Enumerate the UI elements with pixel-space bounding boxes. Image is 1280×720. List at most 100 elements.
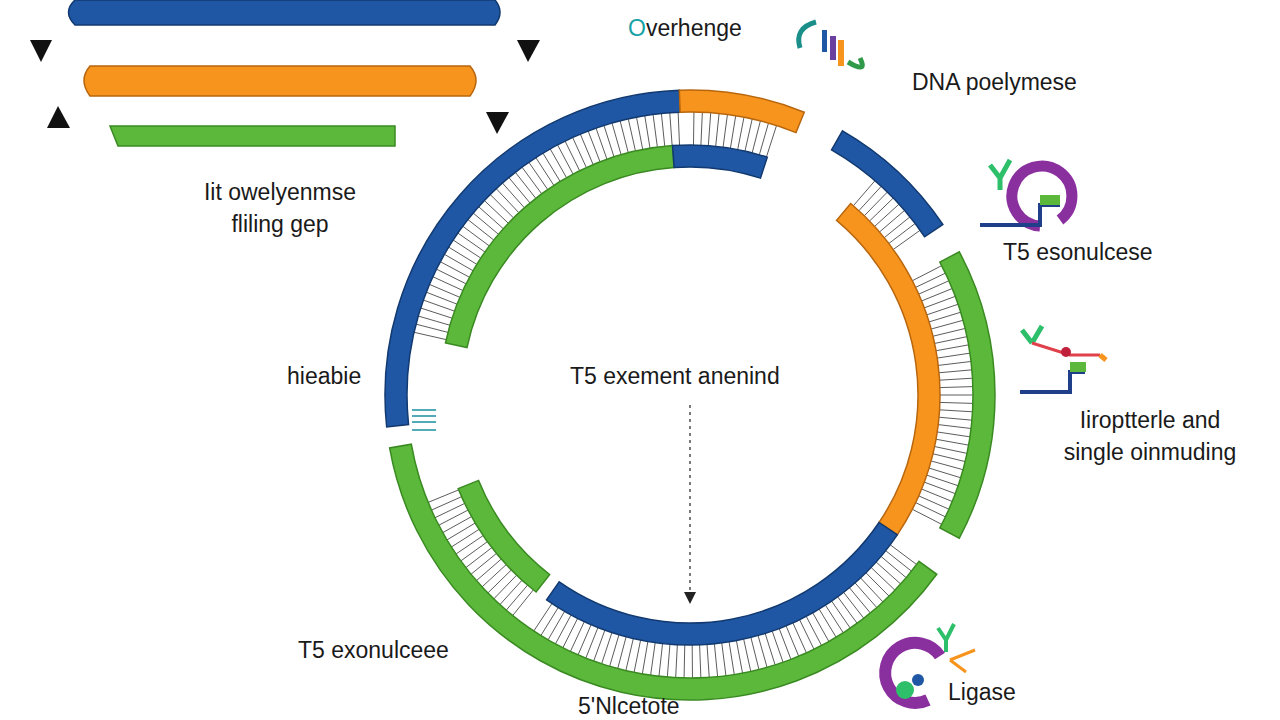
polymerase-bar xyxy=(830,36,836,60)
cut-triangle xyxy=(30,40,52,62)
label-text: Iit owelyenmse fliling gep xyxy=(180,176,380,240)
base-pair-line xyxy=(461,542,488,561)
base-pair-line xyxy=(931,461,963,470)
label-text: DNA poelymese xyxy=(912,66,1077,98)
base-pair-line xyxy=(849,588,870,613)
base-pair-line xyxy=(453,240,481,258)
base-pair-line xyxy=(766,126,776,157)
base-pair-line xyxy=(884,217,910,238)
base-pair-line xyxy=(418,316,450,325)
base-pair-line xyxy=(509,178,530,203)
base-pair-line xyxy=(927,304,958,315)
base-pair-line xyxy=(479,207,504,229)
label-text: 5'Nlcetote xyxy=(578,690,680,720)
base-pair-line xyxy=(484,201,508,224)
base-pair-line xyxy=(515,172,535,198)
base-pair-line xyxy=(645,116,650,149)
base-pair-line xyxy=(751,637,759,669)
base-pair-line xyxy=(758,636,767,668)
base-pair-line xyxy=(458,233,485,252)
base-pair-line xyxy=(529,162,548,189)
base-pair-line xyxy=(620,121,628,153)
base-pair-line xyxy=(738,117,744,149)
base-pair-line xyxy=(678,112,679,145)
base-pair-line xyxy=(819,609,836,637)
base-pair-line xyxy=(440,262,469,278)
dna-strand-segment xyxy=(547,522,898,645)
base-pair-line xyxy=(428,490,459,503)
base-pair-line xyxy=(496,189,519,213)
base-pair-line xyxy=(779,629,791,660)
base-pair-line xyxy=(700,645,701,678)
base-pair-line xyxy=(940,395,973,396)
base-pair-line xyxy=(659,643,663,676)
base-pair-line xyxy=(661,113,664,146)
base-pair-line xyxy=(414,332,446,339)
base-pair-line xyxy=(473,213,498,234)
base-pair-line xyxy=(543,153,560,181)
base-pair-line xyxy=(772,631,783,662)
base-pair-line xyxy=(653,114,657,147)
base-pair-line xyxy=(435,503,465,517)
base-pair-line xyxy=(676,645,678,678)
base-pair-line xyxy=(875,204,899,226)
base-pair-line xyxy=(912,266,941,281)
label-text: Ligase xyxy=(948,676,1016,708)
base-pair-line xyxy=(670,113,672,146)
base-pair-line xyxy=(864,192,887,216)
dashed-arrow xyxy=(689,405,690,598)
base-pair-line xyxy=(563,618,578,647)
base-pair-line xyxy=(745,119,752,151)
base-pair-line xyxy=(729,642,734,675)
dna-strand-segment xyxy=(837,203,940,534)
teal-hatch xyxy=(412,410,436,430)
base-pair-line xyxy=(502,183,524,208)
base-pair-line xyxy=(488,570,512,593)
base-pair-line xyxy=(793,623,807,653)
base-pair-line xyxy=(439,510,468,525)
cut-triangle xyxy=(47,106,70,128)
base-pair-line xyxy=(451,529,479,547)
base-pair-line xyxy=(765,633,775,664)
base-pair-line xyxy=(558,145,573,174)
base-pair-line xyxy=(667,644,670,677)
dna-strand-segment xyxy=(940,252,995,538)
base-pair-line xyxy=(626,638,633,670)
base-pair-line xyxy=(931,320,963,329)
base-pair-line xyxy=(912,509,941,524)
cut-triangle xyxy=(486,112,509,134)
base-pair-line xyxy=(806,616,821,645)
base-pair-line xyxy=(940,402,973,404)
base-pair-line xyxy=(860,578,883,602)
base-pair-line xyxy=(444,254,473,270)
label-text: T5 exonulceee xyxy=(298,634,449,666)
base-pair-line xyxy=(550,149,566,178)
base-pair-line xyxy=(859,186,881,210)
base-pair-line xyxy=(800,620,814,650)
base-pair-line xyxy=(534,603,552,631)
base-pair-line xyxy=(890,545,916,565)
base-pair-line xyxy=(443,517,472,533)
base-pair-line xyxy=(870,198,894,221)
dna-strand-segment xyxy=(673,145,768,178)
label-text: hieabie xyxy=(287,360,361,392)
base-pair-line xyxy=(468,220,494,240)
base-pair-line xyxy=(929,312,961,322)
base-pair-line xyxy=(490,195,513,218)
base-pair-line xyxy=(866,573,889,596)
green-fragment xyxy=(110,126,395,146)
polymerase-bar xyxy=(822,30,827,52)
cut-triangle xyxy=(517,40,540,62)
base-pair-line xyxy=(940,386,973,388)
base-pair-line xyxy=(437,269,467,284)
base-pair-line xyxy=(927,475,958,486)
base-pair-line xyxy=(692,645,693,678)
base-pair-line xyxy=(844,592,864,618)
base-pair-line xyxy=(889,224,915,244)
base-pair-line xyxy=(937,432,970,437)
base-pair-line xyxy=(744,639,751,671)
base-pair-line xyxy=(573,137,587,167)
base-pair-line xyxy=(570,622,584,652)
base-pair-line xyxy=(565,141,580,171)
base-pair-line xyxy=(433,277,463,291)
